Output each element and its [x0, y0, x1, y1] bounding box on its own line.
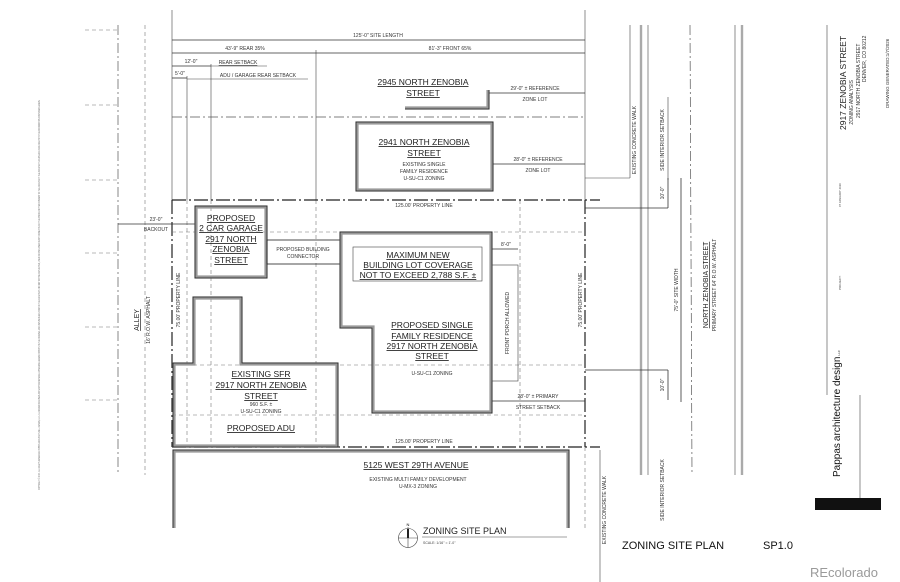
- site-width-dim: 75'-0" SITE WIDTH: [674, 268, 680, 311]
- coverage-line1: MAXIMUM NEW: [386, 250, 449, 260]
- plan-scale: SCALE: 1/16" = 1'-0": [423, 541, 456, 545]
- copyright-notice: COPYRIGHT © 2026 - ALL RIGHTS RESERVED. …: [37, 100, 41, 490]
- side-setback-top: SIDE INTERIOR SETBACK: [660, 109, 666, 171]
- backout-value: 23'-0": [150, 217, 163, 223]
- title-block: 2917 ZENOBIA STREET ZONING ANALYSIS 2917…: [622, 25, 890, 552]
- garage-line2: 2 CAR GARAGE: [199, 223, 263, 233]
- property-line-right: 75.00' PROPERTY LINE: [578, 272, 584, 327]
- alley: ALLEY 16' R.O.W. ASPHALT: [85, 25, 152, 475]
- proposed-garage: PROPOSED 2 CAR GARAGE 2917 NORTH ZENOBIA…: [194, 205, 268, 279]
- property-line-top: 125.00' PROPERTY LINE: [395, 203, 453, 209]
- title-bar: [815, 498, 881, 510]
- firm-name-2: architecture design: [832, 357, 843, 442]
- garage-line5: STREET: [214, 255, 248, 265]
- rear-setback-label: REAR SETBACK: [219, 60, 258, 66]
- existing-sfr: EXISTING SFR 2917 NORTH ZENOBIA STREET 9…: [172, 296, 339, 448]
- sfr-line2: 2917 NORTH ZENOBIA: [215, 380, 306, 390]
- n2945-line1: 2945 NORTH ZENOBIA: [377, 77, 468, 87]
- firm-logo: Pappasarchitecture design LLC: [832, 349, 843, 477]
- site-length-dim: 125'-0" SITE LENGTH: [353, 33, 403, 39]
- n2941-line2: STREET: [407, 148, 441, 158]
- side-dim-bottom: 10'-0": [660, 378, 666, 391]
- adu-setback-value: 5'-0": [175, 71, 185, 77]
- dimensions: 125'-0" SITE LENGTH 43'-9" REAR 35% 81'-…: [172, 33, 585, 80]
- adu-label: PROPOSED ADU: [227, 423, 295, 433]
- residence-line2: FAMILY RESIDENCE: [391, 331, 473, 341]
- south-sub2: U-MX-3 ZONING: [399, 484, 437, 490]
- title-line1: ZONING ANALYSIS: [849, 79, 855, 124]
- south-name: 5125 WEST 29TH AVENUE: [363, 460, 468, 470]
- front-dim: 81'-3" FRONT 65%: [429, 46, 472, 52]
- zone-lot-1: ZONE LOT: [522, 97, 547, 103]
- sheet-number: SP1.0: [763, 540, 793, 552]
- coverage-line3: NOT TO EXCEED 2,788 S.F. ±: [360, 270, 477, 280]
- n2941-sub3: U-SU-C1 ZONING: [403, 176, 444, 182]
- drawing-generated: DRAWING GENERATED:1/7/2026: [885, 38, 890, 108]
- title-line3: DENVER, CO 80212: [862, 35, 868, 82]
- project-title: 2917 ZENOBIA STREET: [838, 36, 848, 130]
- coverage-line2: BUILDING LOT COVERAGE: [363, 260, 473, 270]
- south-sub1: EXISTING MULTI FAMILY DEVELOPMENT: [369, 477, 466, 483]
- sfr-line1: EXISTING SFR: [231, 369, 290, 379]
- drawing-date: 07 JANUARY 2026: [838, 183, 842, 207]
- alley-sub: 16' R.O.W. ASPHALT: [146, 296, 152, 344]
- garage-line4: ZENOBIA: [212, 244, 250, 254]
- plan-title-text: ZONING SITE PLAN: [423, 526, 507, 536]
- street-area: EXISTING CONCRETE WALK EXISTING CONCRETE…: [584, 24, 744, 582]
- residence-zoning: U-SU-C1 ZONING: [411, 371, 452, 377]
- proposed-connector: PROPOSED BUILDING CONNECTOR: [266, 239, 341, 265]
- ref2-dim: 28'-0" ± REFERENCE: [513, 157, 563, 163]
- rear-dim: 43'-9" REAR 35%: [225, 46, 265, 52]
- n2945-line2: STREET: [406, 88, 440, 98]
- firm-suffix: LLC: [837, 349, 841, 355]
- primary-setback-value: 28'-0" ± PRIMARY: [518, 394, 560, 400]
- alley-label: ALLEY: [134, 309, 141, 331]
- sfr-line3: STREET: [244, 391, 278, 401]
- firm-name: Pappas: [832, 443, 843, 477]
- garage-line3: 2917 NORTH: [205, 234, 256, 244]
- neighbor-2941: 2941 NORTH ZENOBIA STREET EXISTING SINGL…: [355, 121, 585, 192]
- ref1-dim: 29'-0" ± REFERENCE: [510, 86, 560, 92]
- property-line-bottom: 125.00' PROPERTY LINE: [395, 439, 453, 445]
- svg-text:Pappasarchitecture designLLC: Pappasarchitecture design LLC: [832, 349, 843, 477]
- neighbor-2945: 2945 NORTH ZENOBIA STREET 29'-0" ± REFER…: [377, 77, 585, 110]
- residence-line1: PROPOSED SINGLE: [391, 320, 473, 330]
- connector-line2: CONNECTOR: [287, 254, 320, 260]
- plan-title: N ZONING SITE PLAN SCALE: 1/16" = 1'-0": [398, 522, 567, 548]
- sfr-zoning: U-SU-C1 ZONING: [240, 409, 281, 415]
- garage-line1: PROPOSED: [207, 213, 255, 223]
- adu-setback-label: ADU / GARAGE REAR SETBACK: [220, 73, 297, 79]
- street-sub: PRIMARY STREET 64' R.O.W. ASPHALT: [712, 239, 718, 332]
- n2941-line1: 2941 NORTH ZENOBIA: [378, 137, 469, 147]
- primary-setback-label: STREET SETBACK: [516, 405, 561, 411]
- backout-label: BACKOUT: [144, 227, 168, 233]
- title-line2: 2917 NORTH ZENOBIA STREET: [856, 44, 862, 118]
- zone-lot-2: ZONE LOT: [525, 168, 550, 174]
- front-porch-label: FRONT PORCH ALLOWED: [505, 292, 511, 355]
- sheet-title: ZONING SITE PLAN: [622, 540, 724, 552]
- project-label: PROJECT:: [838, 275, 842, 290]
- n2941-sub1: EXISTING SINGLE: [402, 162, 446, 168]
- property-line-left: 75.00' PROPERTY LINE: [176, 272, 182, 327]
- street-name: NORTH ZENOBIA STREET: [703, 241, 710, 328]
- side-setback-bottom: SIDE INTERIOR SETBACK: [660, 459, 666, 521]
- residence-line4: STREET: [415, 351, 449, 361]
- concrete-walk-top: EXISTING CONCRETE WALK: [632, 105, 638, 174]
- rear-setback-value: 12'-0": [185, 59, 198, 65]
- proposed-residence: MAXIMUM NEW BUILDING LOT COVERAGE NOT TO…: [339, 231, 585, 414]
- north-arrow-label: N: [407, 522, 410, 527]
- sfr-area: 960 S.F. ±: [250, 402, 273, 408]
- side-dim-top: 10'-0": [660, 186, 666, 199]
- neighbor-south: 5125 WEST 29TH AVENUE EXISTING MULTI FAM…: [172, 449, 570, 528]
- recolorado-watermark: REcolorado: [810, 565, 878, 580]
- connector-line1: PROPOSED BUILDING: [276, 247, 329, 253]
- concrete-walk-bottom: EXISTING CONCRETE WALK: [602, 475, 608, 544]
- residence-line3: 2917 NORTH ZENOBIA: [386, 341, 477, 351]
- n2941-sub2: FAMILY RESIDENCE: [400, 169, 449, 175]
- porch-dim: 8'-0": [501, 242, 511, 248]
